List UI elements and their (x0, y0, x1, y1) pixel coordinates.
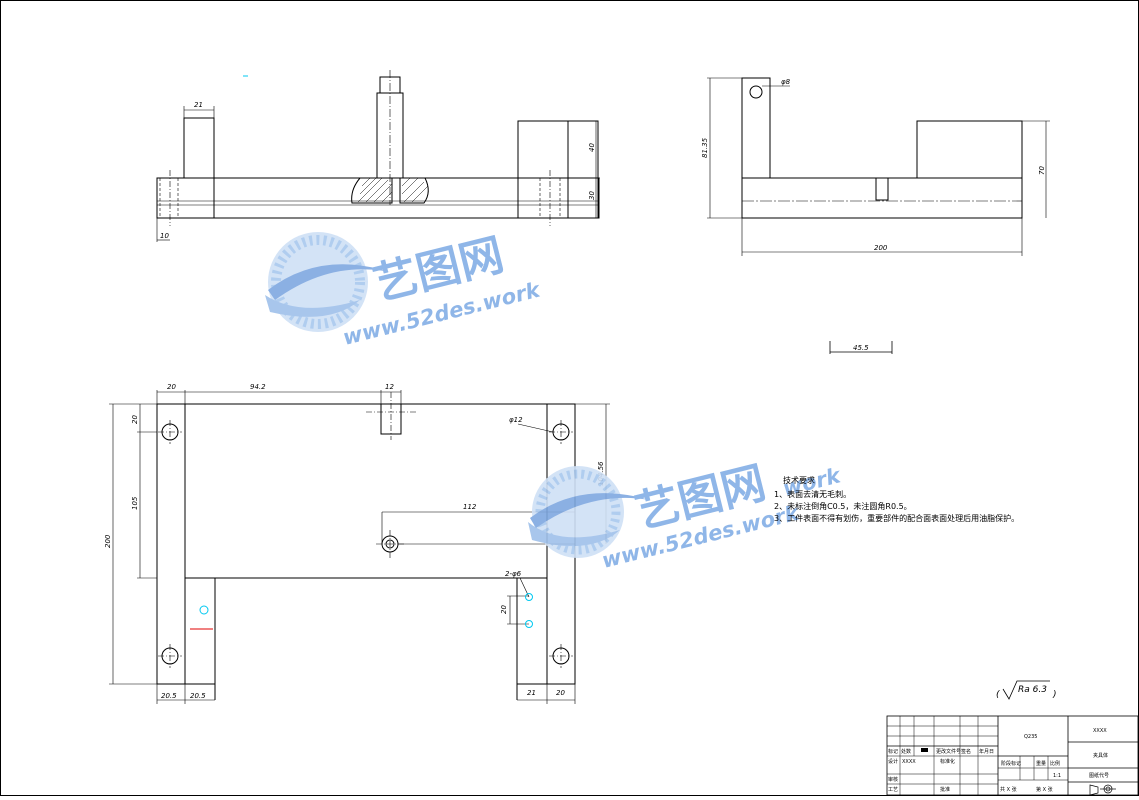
tb-signature: 签名 (961, 748, 971, 755)
watermark-logo-top (265, 232, 390, 332)
title-block (886, 715, 1139, 796)
dim-plan-105: 105 (131, 496, 139, 510)
cyan-small-hole-1 (525, 593, 533, 601)
tech-req-item-1: 1、表面去清无毛刺。 (774, 489, 851, 499)
watermark-logo-bottom (528, 466, 650, 558)
tech-req-heading: 技术要求 (783, 475, 815, 485)
dim-right-40: 40 (588, 143, 596, 152)
side-view (707, 77, 1050, 256)
roughness-open: ( (996, 690, 1000, 700)
cyan-small-hole-2 (525, 620, 533, 628)
tb-material: Q235 (1024, 734, 1037, 740)
roughness-symbol (1002, 680, 1050, 700)
dim-side-200: 200 (874, 244, 888, 252)
dim-plan-20-5-b: 20.5 (190, 692, 206, 700)
tb-process: 工艺 (888, 787, 898, 793)
tb-standardize: 标准化 (940, 758, 955, 765)
roughness-close: ) (1052, 690, 1057, 700)
dim-plan-21-bottom: 21 (527, 689, 536, 697)
dim-plan-20-top: 20 (167, 383, 176, 391)
tb-stage-mark: 阶段标记 (1001, 760, 1021, 767)
dim-side-81-35: 81.35 (701, 137, 709, 158)
dim-left-10: 10 (160, 232, 169, 240)
tb-review: 审核 (888, 776, 898, 783)
dim-plan-112: 112 (463, 503, 477, 511)
tb-scale-label: 比例 (1050, 760, 1060, 767)
tb-company: XXXX (1093, 728, 1107, 734)
dim-plan-20-left: 20 (131, 415, 139, 424)
tech-req-item-3: 3、工件表面不得有划伤，重要部件的配合面表面处理后用油脂保护。 (774, 513, 1019, 523)
tb-scale: 1:1 (1053, 773, 1061, 779)
tb-sheet-no: 第 X 张 (1036, 786, 1053, 793)
dim-plan-12: 12 (385, 383, 394, 391)
tb-black-mark (921, 748, 928, 752)
tb-date: 年月日 (979, 748, 994, 755)
tb-weight: 重量 (1036, 760, 1046, 767)
projection-symbol-icon (1089, 784, 1116, 796)
dim-plan-2phi6: 2-φ6 (505, 570, 522, 578)
tb-approve: 批准 (940, 786, 950, 793)
dim-ruler-45-5: 45.5 (853, 344, 869, 352)
tb-design: 设计 (888, 758, 898, 765)
plan-view (109, 390, 610, 704)
dim-plan-20-5-a: 20.5 (161, 692, 177, 700)
dim-side-70: 70 (1038, 166, 1046, 175)
dim-right-30: 30 (588, 191, 596, 200)
dim-top-21: 21 (194, 101, 203, 109)
tb-part-name: 夹具体 (1093, 752, 1108, 759)
cyan-hole-marker (199, 605, 209, 615)
dim-plan-20-bottom: 20 (556, 689, 565, 697)
dim-phi8: φ8 (781, 78, 791, 86)
scale-ruler (829, 341, 893, 354)
tb-change-doc: 更改文件号 (936, 748, 961, 755)
tb-total-sheets: 共 X 张 (1000, 786, 1017, 793)
dim-plan-20-small: 20 (500, 605, 508, 614)
front-view (156, 70, 600, 242)
tb-count: 处数 (901, 748, 911, 755)
dim-plan-94-2: 94.2 (250, 383, 266, 391)
roughness-value: Ra 6.3 (1018, 685, 1047, 695)
tech-req-item-2: 2、未标注倒角C0.5，未注圆角R0.5。 (774, 501, 912, 511)
tb-design-value: XXXX (902, 759, 916, 765)
tb-drawing-no: 图纸代号 (1089, 772, 1109, 779)
dim-plan-200: 200 (104, 534, 112, 548)
dim-plan-phi12: φ12 (509, 416, 523, 424)
tb-mark: 标记 (888, 748, 898, 755)
